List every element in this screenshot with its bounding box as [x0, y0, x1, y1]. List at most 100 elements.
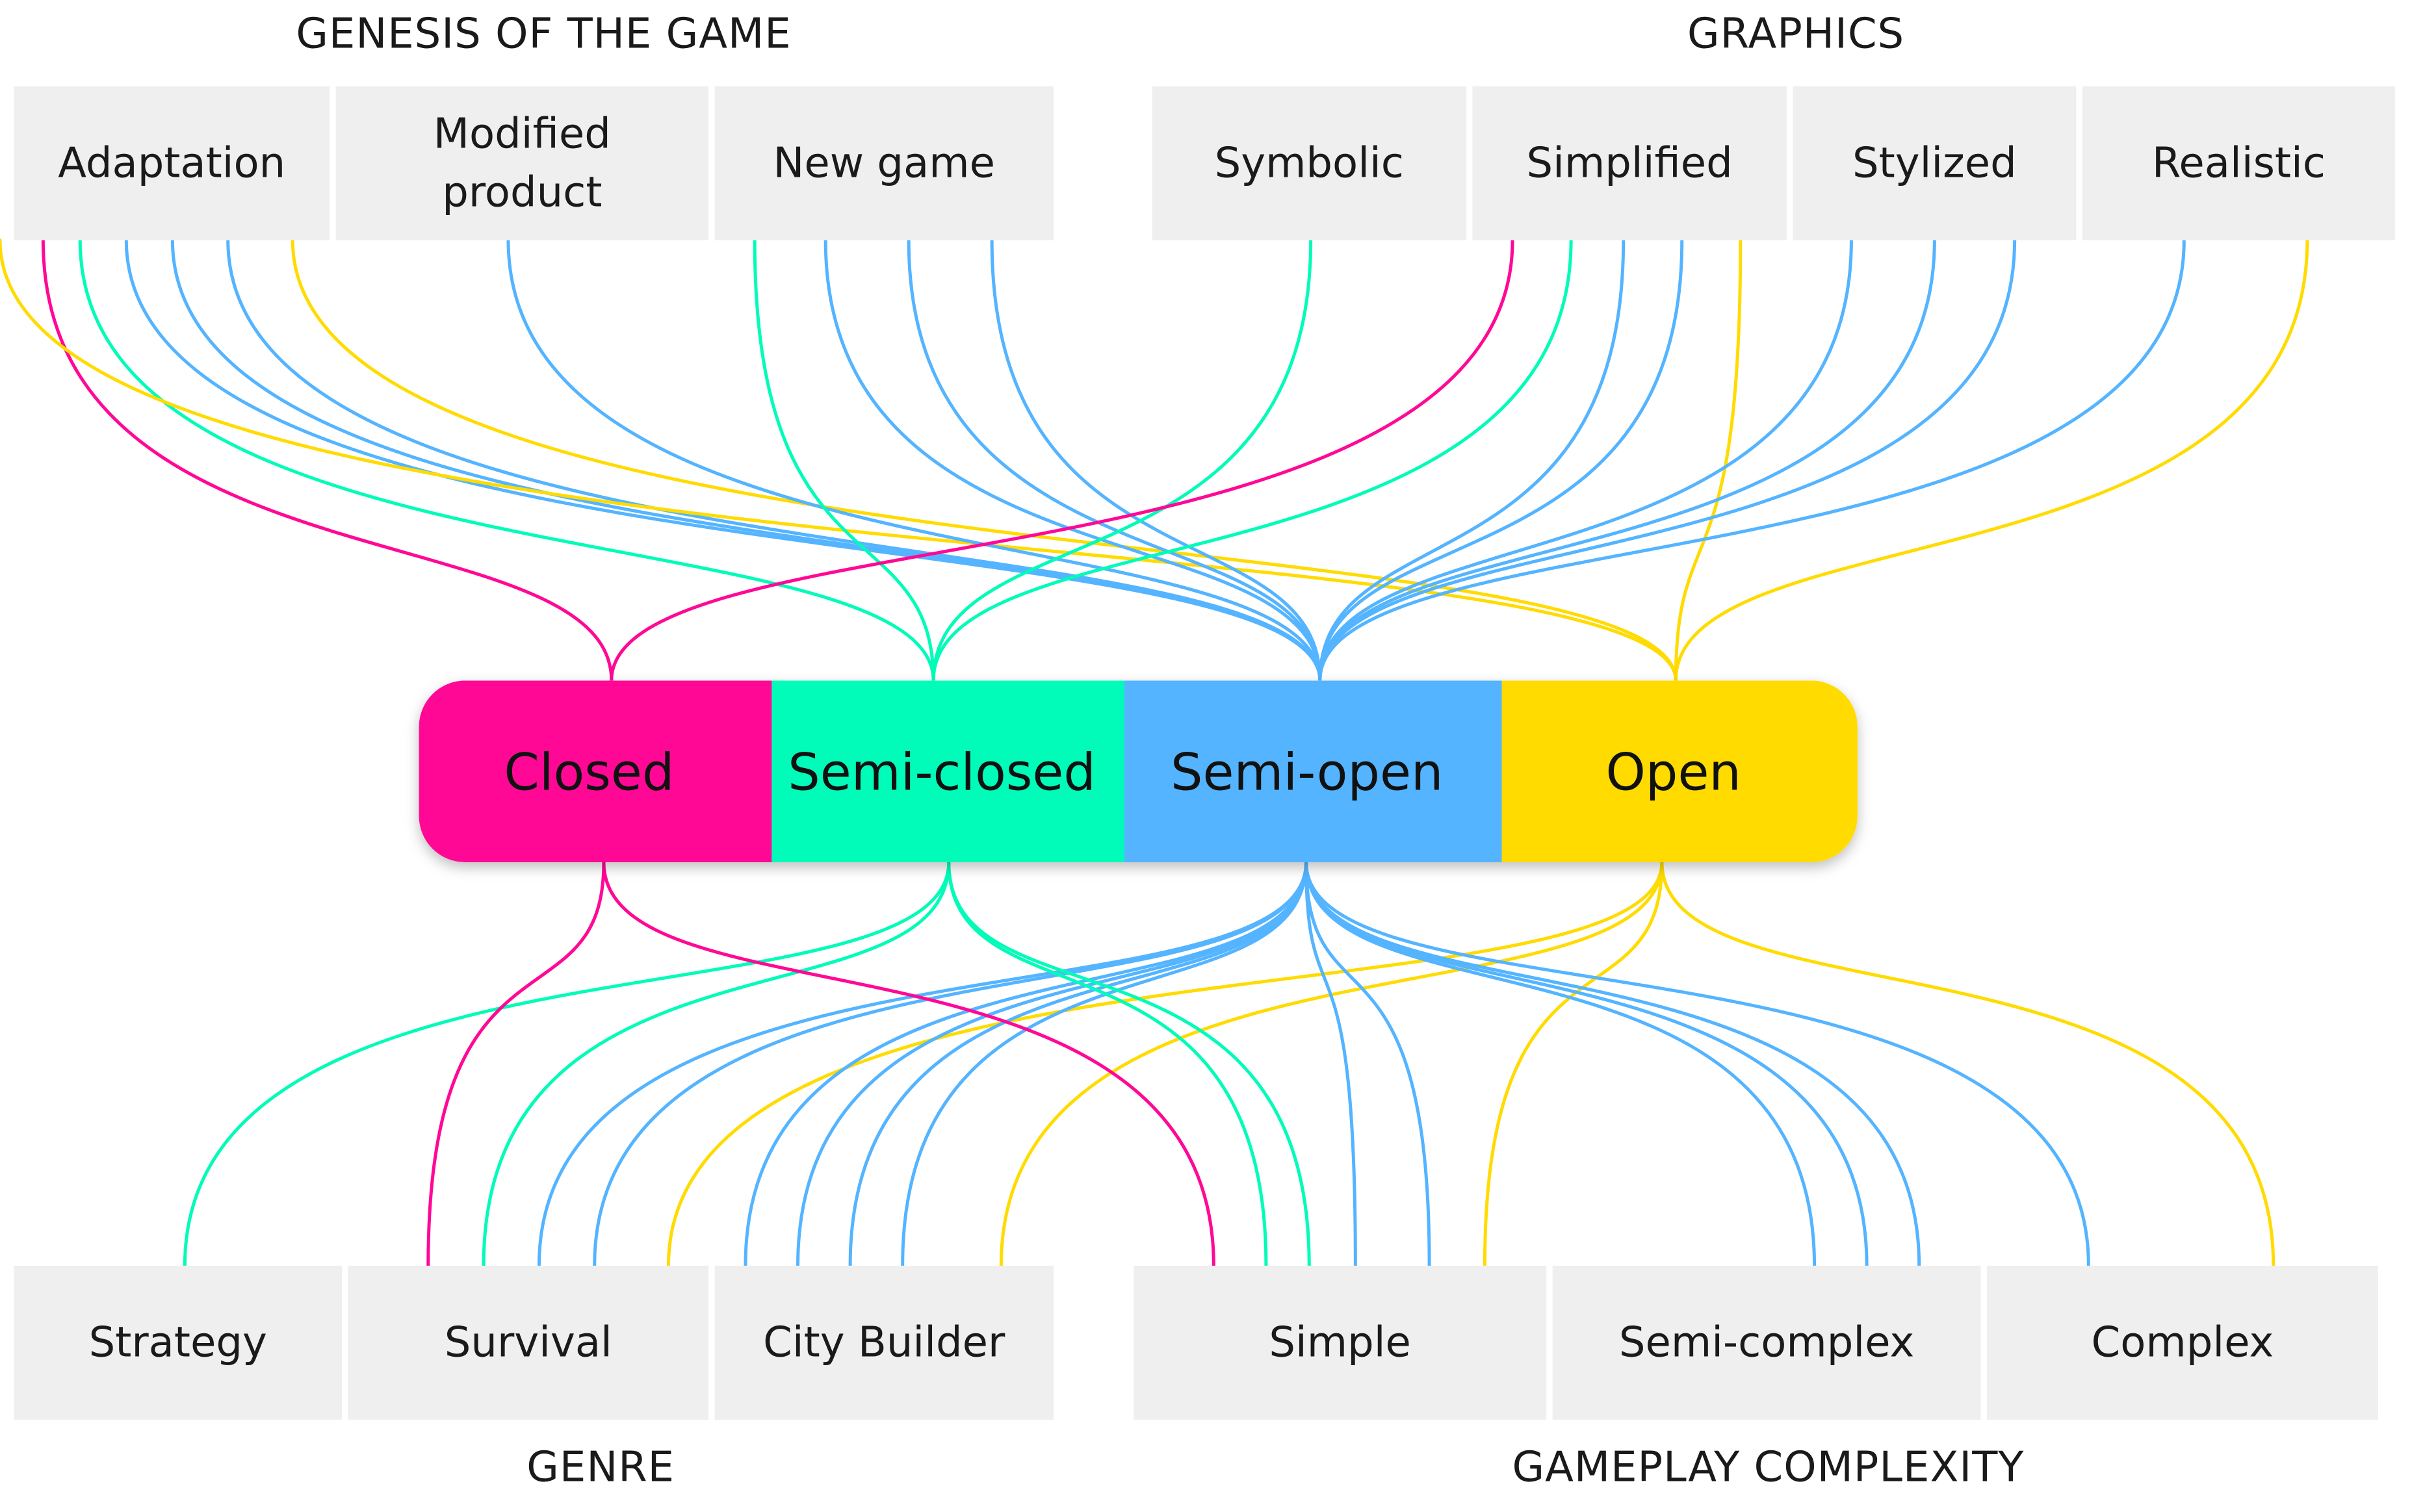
box-semi-complex: Semi-complex: [1552, 1265, 1981, 1420]
openness-bar: Closed Semi-closed Semi-open Open: [419, 680, 1858, 863]
box-survival-label: Survival: [445, 1319, 612, 1367]
box-simple: Simple: [1134, 1265, 1547, 1420]
box-city-builder: City Builder: [714, 1265, 1054, 1420]
box-strategy-background: [14, 1265, 343, 1420]
connection-survival-to-semi-closed: [482, 860, 951, 1268]
connection-survival-to-closed: [426, 860, 606, 1268]
segment-semi-closed-label: Semi-closed: [788, 744, 1096, 802]
group-label-gameplay-complexity: GAMEPLAY COMPLEXITY: [1512, 1444, 2025, 1492]
segment-open-label: Open: [1606, 744, 1741, 802]
box-modified-product: Modified product: [335, 86, 709, 240]
connection-simplified-to-open: [1674, 238, 1743, 682]
group-label-graphics: GRAPHICS: [1687, 10, 1904, 58]
box-semi-complex-background: [1552, 1265, 1981, 1420]
connection-stylized-to-semi-open: [1318, 238, 1853, 682]
connection-semi-complex-to-semi-open: [1304, 860, 1817, 1268]
box-strategy-label: Strategy: [89, 1319, 267, 1367]
box-symbolic-label: Symbolic: [1215, 140, 1404, 188]
connection-realistic-to-semi-open: [1318, 238, 2186, 682]
box-survival: Survival: [348, 1265, 709, 1420]
box-realistic-label: Realistic: [2152, 140, 2326, 188]
box-modified-product-background: [335, 86, 709, 240]
connection-adaptation-to-semi-open: [170, 238, 1322, 682]
connection-city-builder-to-semi-open: [901, 860, 1308, 1268]
segment-open: [1501, 680, 1858, 863]
box-adaptation-background: [14, 86, 330, 240]
box-complex: Complex: [1986, 1265, 2378, 1420]
connection-semi-complex-to-semi-open: [1304, 860, 1921, 1268]
group-label-genre: GENRE: [526, 1444, 675, 1492]
box-city-builder-label: City Builder: [763, 1319, 1005, 1367]
connection-complex-to-open: [1660, 860, 2276, 1268]
attribute-boxes: Adaptation Modified product New game Symboli…: [14, 86, 2395, 1420]
box-adaptation-label: Adaptation: [58, 140, 285, 188]
box-realistic-background: [2082, 86, 2395, 240]
connection-strategy-to-semi-closed: [183, 860, 951, 1268]
box-complex-label: Complex: [2092, 1319, 2274, 1367]
box-symbolic: Symbolic: [1152, 86, 1466, 240]
box-simplified-background: [1472, 86, 1787, 240]
box-stylized: Stylized: [1793, 86, 2077, 240]
box-stylized-background: [1793, 86, 2077, 240]
box-simplified: Simplified: [1472, 86, 1787, 240]
box-new-game-label: New game: [773, 140, 995, 188]
box-symbolic-background: [1152, 86, 1466, 240]
connection-new-game-to-semi-closed: [753, 238, 935, 682]
box-strategy: Strategy: [14, 1265, 343, 1420]
box-simple-label: Simple: [1269, 1319, 1411, 1367]
connection-curves: [0, 238, 2309, 1268]
connection-symbolic-to-semi-closed: [931, 238, 1313, 682]
box-modified-product-label: product: [442, 169, 602, 217]
connection-adaptation-to-semi-open: [226, 238, 1322, 682]
connection-semi-complex-to-open: [1483, 860, 1664, 1268]
segment-closed-label: Closed: [504, 744, 674, 802]
connection-adaptation-to-semi-open: [124, 238, 1322, 682]
box-simple-background: [1134, 1265, 1547, 1420]
openness-bar-segments: [419, 680, 1858, 863]
connection-adaptation-to-open: [291, 238, 1678, 682]
group-label-genesis: GENESIS OF THE GAME: [296, 10, 791, 58]
box-city-builder-background: [714, 1265, 1054, 1420]
connection-survival-to-semi-open: [537, 860, 1308, 1268]
box-realistic: Realistic: [2082, 86, 2395, 240]
connection-stylized-to-semi-open: [1318, 238, 2017, 682]
segment-semi-open: [1124, 680, 1503, 863]
connection-simplified-to-semi-open: [1318, 238, 1684, 682]
connection-city-builder-to-open: [666, 860, 1664, 1268]
connection-survival-to-semi-open: [593, 860, 1308, 1268]
connection-modified-product-to-semi-open: [506, 238, 1322, 682]
box-simplified-label: Simplified: [1527, 140, 1733, 188]
connection-semi-complex-to-semi-open: [1304, 860, 1869, 1268]
connection-simple-to-closed: [602, 860, 1215, 1268]
segment-semi-closed: [772, 680, 1125, 863]
segment-closed: [419, 680, 773, 863]
box-stylized-label: Stylized: [1852, 140, 2017, 188]
segment-semi-open-label: Semi-open: [1171, 744, 1443, 802]
connection-new-game-to-semi-open: [990, 238, 1322, 682]
connection-simple-to-semi-closed: [947, 860, 1268, 1268]
connection-city-builder-to-semi-open: [796, 860, 1308, 1268]
connection-new-game-to-semi-open: [907, 238, 1322, 682]
connection-city-builder-to-semi-open: [848, 860, 1308, 1268]
connection-simplified-to-closed: [610, 238, 1514, 682]
connection-adaptation-to-semi-closed: [78, 238, 935, 682]
connection-city-builder-to-semi-open: [744, 860, 1308, 1268]
box-survival-background: [348, 1265, 709, 1420]
box-semi-complex-label: Semi-complex: [1619, 1319, 1914, 1367]
connection-adaptation-to-closed: [41, 238, 614, 682]
connection-simple-to-semi-open: [1304, 860, 1357, 1268]
connection-new-game-to-semi-open: [823, 238, 1322, 682]
box-new-game: New game: [714, 86, 1054, 240]
connection-complex-to-semi-open: [1304, 860, 2090, 1268]
connection-simple-to-semi-open: [1304, 860, 1431, 1268]
box-modified-product-label: Modified: [434, 110, 611, 158]
group-labels: GENESIS OF THE GAME GRAPHICS GENRE GAMEPLAY…: [296, 10, 2025, 1492]
connection-stylized-to-semi-open: [1318, 238, 1936, 682]
box-new-game-background: [714, 86, 1054, 240]
connection-simplified-to-semi-open: [1318, 238, 1626, 682]
connection-simplified-to-semi-closed: [931, 238, 1573, 682]
connection-adaptation-to-open: [0, 238, 1678, 682]
connection-realistic-to-open: [1674, 238, 2309, 682]
